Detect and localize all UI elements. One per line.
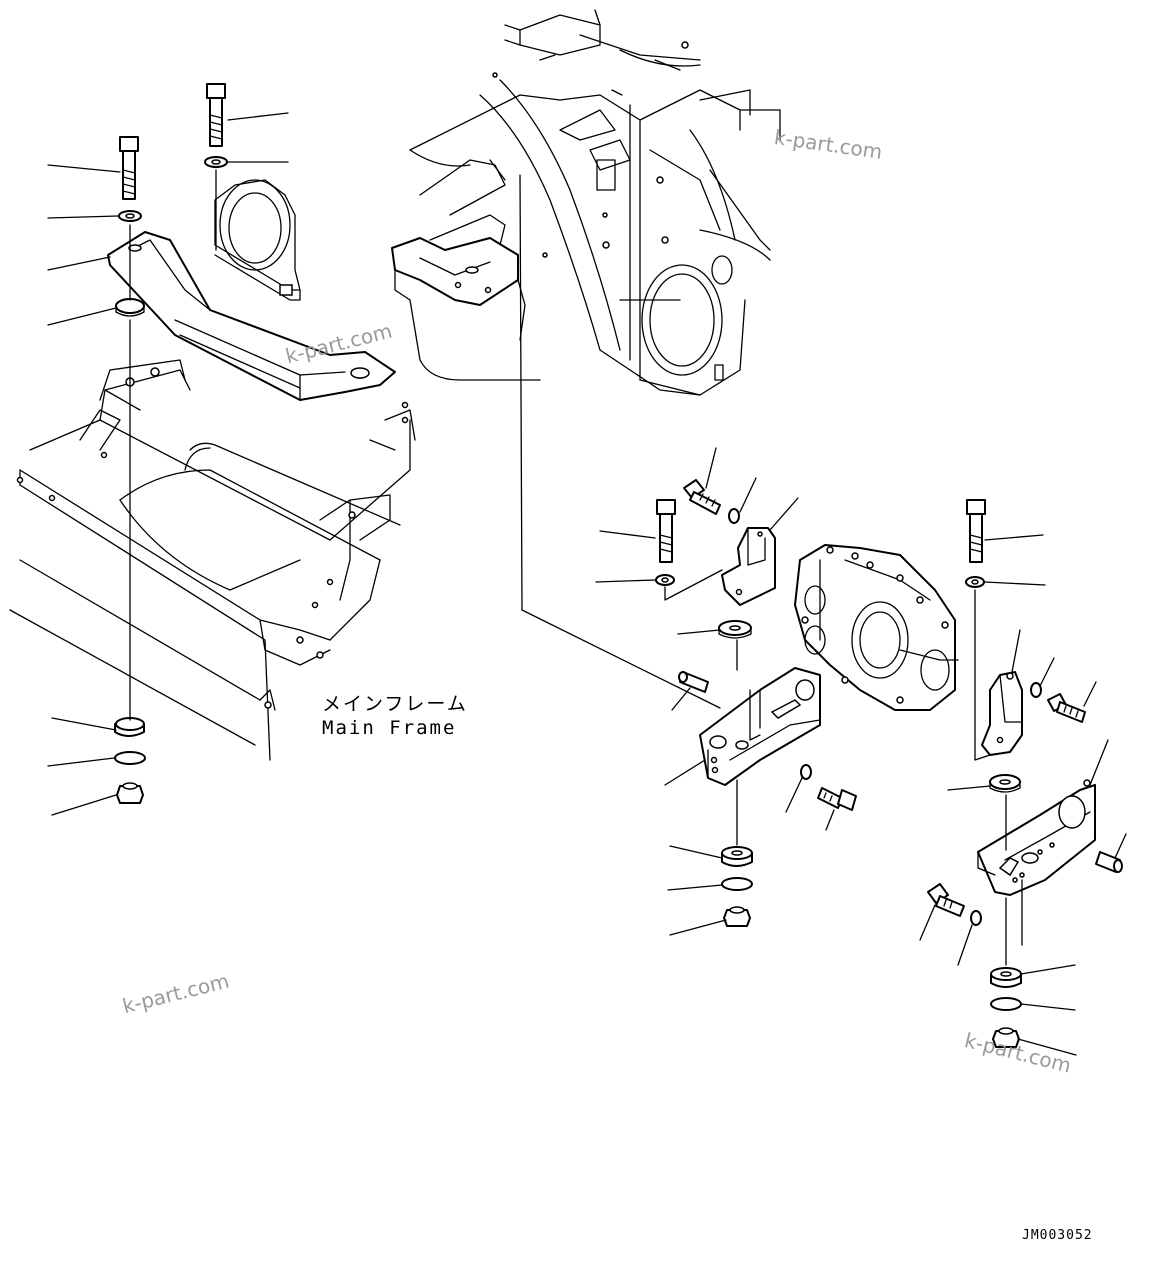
mount-arm-plate (391, 159, 526, 341)
figure-id: JM003052 (1022, 1228, 1093, 1243)
left-leader-lines (47, 112, 289, 816)
rear-frame-structure (409, 9, 781, 396)
main-frame-label-jp: メインフレーム (322, 693, 468, 715)
right-leader-lines (919, 534, 1127, 1056)
center-right-bolt-guide (664, 569, 723, 601)
right-stack-centerline (974, 589, 991, 761)
front-mount-bracket (107, 231, 396, 401)
center-guide-line (519, 174, 721, 709)
center-guide-line-2 (409, 299, 541, 381)
right-mount-stack (927, 499, 1123, 1048)
center-right-mount-stack (655, 479, 857, 927)
transmission-housing (794, 544, 959, 711)
left-upper-bolt-stack (114, 83, 228, 804)
engine-flange-ring (214, 179, 301, 301)
main-frame-label-en: Main Frame (322, 717, 457, 739)
center-right-leader-lines (595, 447, 835, 936)
